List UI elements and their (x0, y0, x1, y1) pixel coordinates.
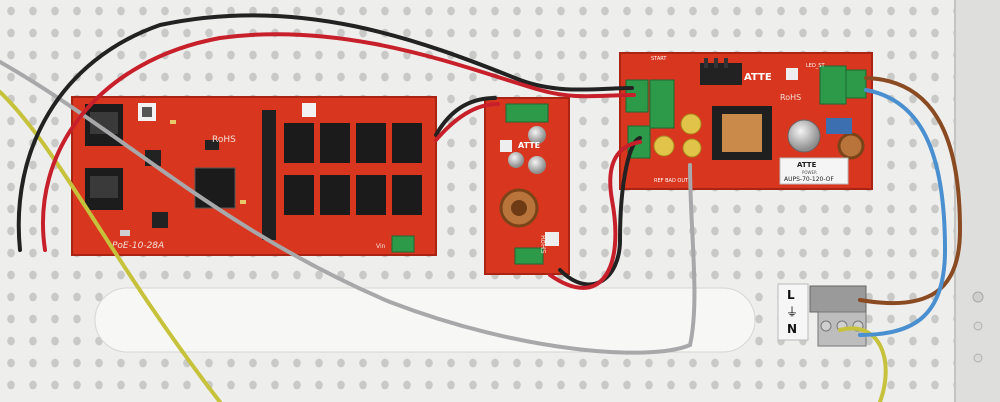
psu-out-label: REF BAD OUT (654, 178, 689, 184)
psu-label-brand-sub: POWER (802, 170, 817, 175)
dcdc-rohs: RoHS (539, 235, 547, 254)
wire-red (41, 32, 636, 252)
plate-slot (94, 287, 756, 353)
psu-brand: ATTE (744, 72, 772, 83)
housing-screw (972, 291, 984, 303)
poe-ports (284, 123, 422, 215)
poe-board-vin: Vin (376, 243, 386, 250)
poe-board-model: PoE-10-28A (112, 241, 164, 251)
psu-led-label: LED_ST (806, 63, 825, 69)
wire-neutral (858, 88, 948, 337)
psu-rohs: RoHS (780, 93, 801, 102)
wire-grey (0, 60, 697, 355)
wiring (0, 13, 963, 402)
psu-start-label: START (651, 56, 667, 62)
psu-board: START LED_ST ATTE RoHS REF BAD OUT ATTE … (619, 52, 873, 190)
poe-board-rohs: RoHS (212, 135, 236, 145)
poe-input-terminal (391, 235, 415, 253)
psu-model-label (779, 157, 849, 185)
housing-edge (955, 0, 1000, 402)
psu-label-brand: ATTE (797, 161, 817, 169)
dcdc-brand: ATTE (518, 141, 540, 150)
wire-black (16, 13, 634, 252)
mains-terminal-block: L ⏚ N (777, 283, 867, 347)
dcdc-converter-board: ATTE RoHS (484, 97, 570, 275)
wire-earth (0, 90, 222, 402)
terminal-label-n: N (787, 322, 797, 336)
psu-model: AUPS-70-120-OF (784, 176, 834, 183)
wire-live (858, 76, 963, 306)
terminal-label-ground: ⏚ (786, 305, 798, 319)
terminal-label-l: L (787, 288, 795, 302)
